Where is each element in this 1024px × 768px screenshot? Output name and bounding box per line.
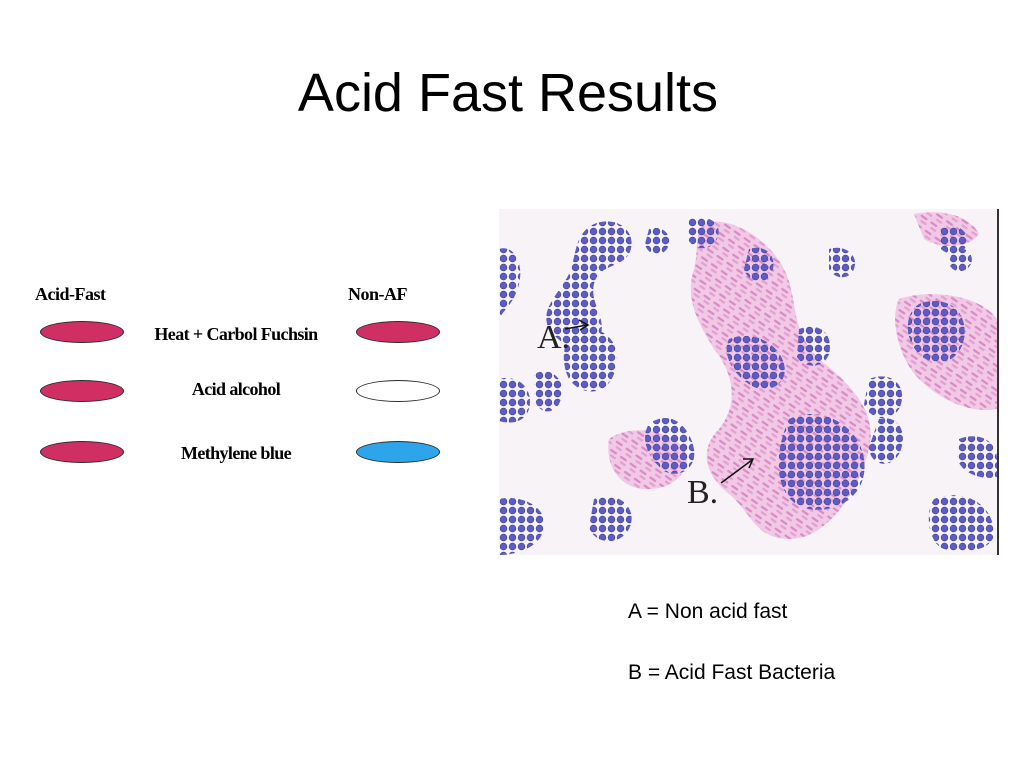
non-af-oval-step-3 [356,441,440,463]
acid-fast-header: Acid-Fast [35,284,106,304]
step-label-3: Methylene blue [180,443,292,463]
acid-fast-oval-step-3 [40,441,124,463]
micrograph-image: A. B. [499,209,999,555]
legend-a: A = Non acid fast [628,600,788,623]
step-label-1: Heat + Carbol Fuchsin [154,324,318,344]
acid-fast-oval-step-2 [40,380,124,402]
non-af-oval-step-2 [356,380,440,402]
acid-fast-oval-step-1 [40,321,124,343]
non-af-header: Non-AF [348,284,408,304]
micrograph-label-a: A. [537,319,571,356]
micrograph-label-b: B. [687,474,719,511]
legend-b: B = Acid Fast Bacteria [628,661,836,684]
non-af-oval-step-1 [356,321,440,343]
stain-diagram: Acid-Fast Non-AF Heat + Carbol Fuchsin A… [0,0,500,500]
micrograph-right-edge [997,209,999,555]
step-label-2: Acid alcohol [191,379,281,399]
micrograph-drawing [499,212,997,555]
slide-title: Acid Fast Results [297,63,719,123]
